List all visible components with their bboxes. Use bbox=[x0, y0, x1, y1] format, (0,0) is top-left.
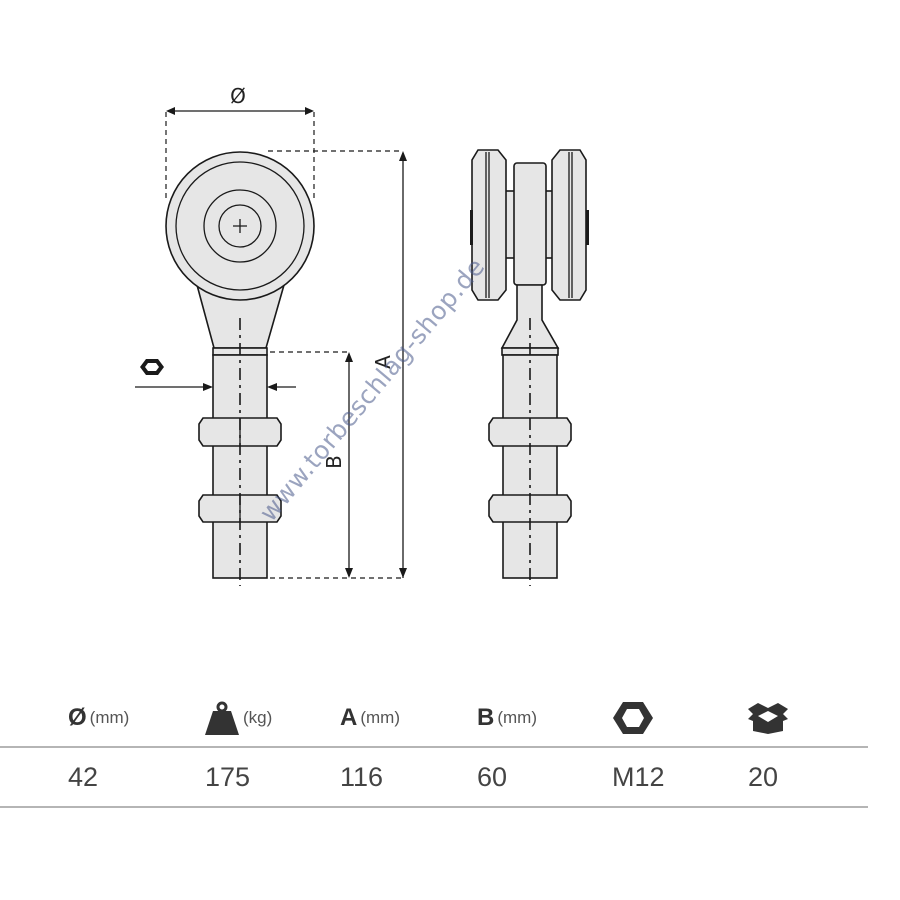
side-nut-upper bbox=[488, 417, 572, 447]
spec-table: Ø(mm) (kg) A(mm) B(mm) 42 175 116 60 M12… bbox=[0, 690, 868, 808]
value-package: 20 bbox=[748, 761, 779, 792]
dim-b-label: B bbox=[322, 455, 346, 469]
bearing-ring bbox=[203, 189, 277, 263]
side-view bbox=[470, 149, 589, 586]
header-unit: (mm) bbox=[89, 708, 130, 727]
spec-value-row: 42 175 116 60 M12 20 bbox=[0, 748, 868, 808]
header-unit: (mm) bbox=[360, 708, 400, 727]
hex-size-icon bbox=[140, 359, 164, 375]
value-diameter: 42 bbox=[68, 761, 99, 792]
dim-a-label: A bbox=[371, 355, 395, 369]
weight-icon bbox=[205, 701, 239, 735]
header-b: B(mm) bbox=[477, 690, 537, 746]
package-box-icon bbox=[748, 703, 788, 734]
header-a: A(mm) bbox=[340, 690, 400, 746]
dimensions: Ø A B bbox=[135, 84, 407, 579]
header-load: (kg) bbox=[204, 690, 272, 746]
header-label: Ø bbox=[68, 704, 87, 731]
header-thread bbox=[612, 690, 654, 746]
header-unit: (mm) bbox=[497, 708, 537, 727]
header-unit: (kg) bbox=[243, 708, 273, 727]
front-view bbox=[165, 151, 315, 586]
dim-diameter-label: Ø bbox=[230, 84, 246, 108]
value-thread: M12 bbox=[612, 761, 665, 792]
value-a: 116 bbox=[340, 761, 384, 792]
center-cross bbox=[233, 219, 247, 233]
side-nut-lower bbox=[488, 494, 572, 523]
header-label: A bbox=[340, 704, 358, 731]
wheel-bracket bbox=[513, 162, 547, 286]
technical-drawing: Ø A B bbox=[135, 84, 589, 586]
hex-nut-icon bbox=[613, 702, 653, 734]
spec-header-row: Ø(mm) (kg) A(mm) B(mm) bbox=[0, 690, 868, 748]
hub bbox=[218, 204, 262, 248]
value-b: 60 bbox=[477, 761, 508, 792]
header-diameter: Ø(mm) bbox=[68, 690, 129, 746]
header-label: B bbox=[477, 704, 495, 731]
wheel-inner bbox=[175, 161, 305, 291]
header-package bbox=[746, 690, 790, 746]
side-neck bbox=[500, 284, 560, 349]
value-load: 175 bbox=[205, 761, 251, 792]
